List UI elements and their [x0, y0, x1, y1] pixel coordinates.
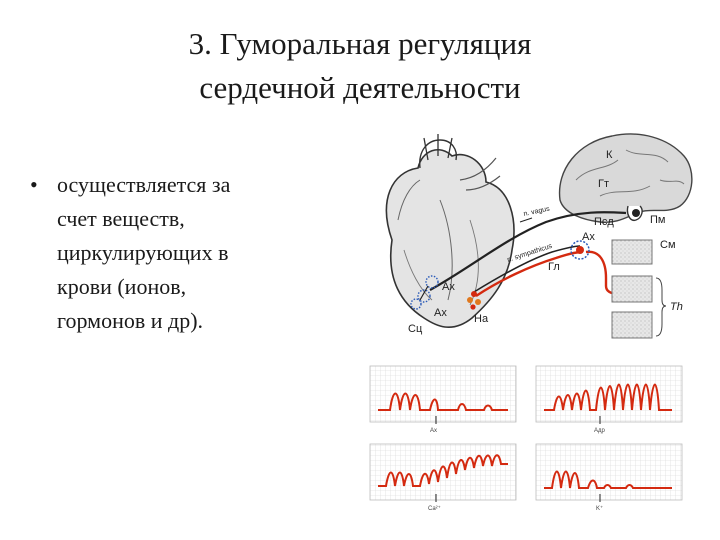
label-acetylcholine-top: Ах — [582, 231, 595, 243]
label-pituitary: Пм — [650, 214, 665, 226]
label-heart-ach-1: Ах — [442, 281, 455, 293]
recording-label-ach: Ах — [430, 428, 437, 434]
heart-illustration — [385, 134, 515, 328]
recording-label-adr: Адр — [594, 428, 606, 434]
recording-panel-calcium: Ca²⁺ — [369, 443, 517, 512]
label-hypothalamus: Гт — [598, 178, 609, 190]
recording-label-potassium: K⁺ — [596, 505, 603, 512]
bullet-line-5: гормонов и др). — [57, 308, 204, 333]
label-vagus: n. vagus — [523, 206, 551, 218]
label-sinus-node: Сц — [408, 323, 423, 335]
vagus-nerve — [429, 211, 627, 291]
label-spinal-cervical: См — [660, 239, 676, 251]
recording-panel-ach: Ах — [369, 365, 517, 434]
brain-illustration — [558, 133, 693, 224]
label-heart-ach-2: Ах — [434, 307, 447, 319]
label-ganglion: Гл — [548, 261, 560, 273]
bullet-line-3: циркулирующих в — [57, 240, 229, 265]
bullet-line-1: осуществляется за — [57, 172, 231, 197]
title-line-2: сердечной деятельности — [199, 70, 521, 105]
recording-panel-adr: Адр — [535, 365, 683, 434]
label-medulla: Псд — [594, 216, 614, 228]
spinal-segments — [611, 239, 667, 339]
cholinergic-endings — [410, 275, 439, 310]
label-thoracic: Th — [670, 301, 683, 313]
sympathetic-ganglion — [570, 240, 590, 260]
slide-title: 3. Гуморальная регуляция сердечной деяте… — [110, 22, 610, 110]
bullet-text: осуществляется за счет веществ, циркулир… — [57, 168, 337, 338]
recording-label-calcium: Ca²⁺ — [428, 505, 441, 512]
adrenergic-fiber — [475, 250, 583, 297]
label-cortex: К — [606, 149, 613, 161]
title-line-1: 3. Гуморальная регуляция — [188, 26, 532, 61]
bullet-line-2: счет веществ, — [57, 206, 185, 231]
label-adrenergic-ending: На — [474, 313, 489, 325]
sympathetic-nerve — [473, 245, 581, 293]
bullet-dot: • — [30, 172, 38, 197]
bullet-line-4: крови (ионов, — [57, 274, 187, 299]
recording-panel-potassium: K⁺ — [535, 443, 683, 512]
adrenergic-endings — [467, 291, 481, 310]
